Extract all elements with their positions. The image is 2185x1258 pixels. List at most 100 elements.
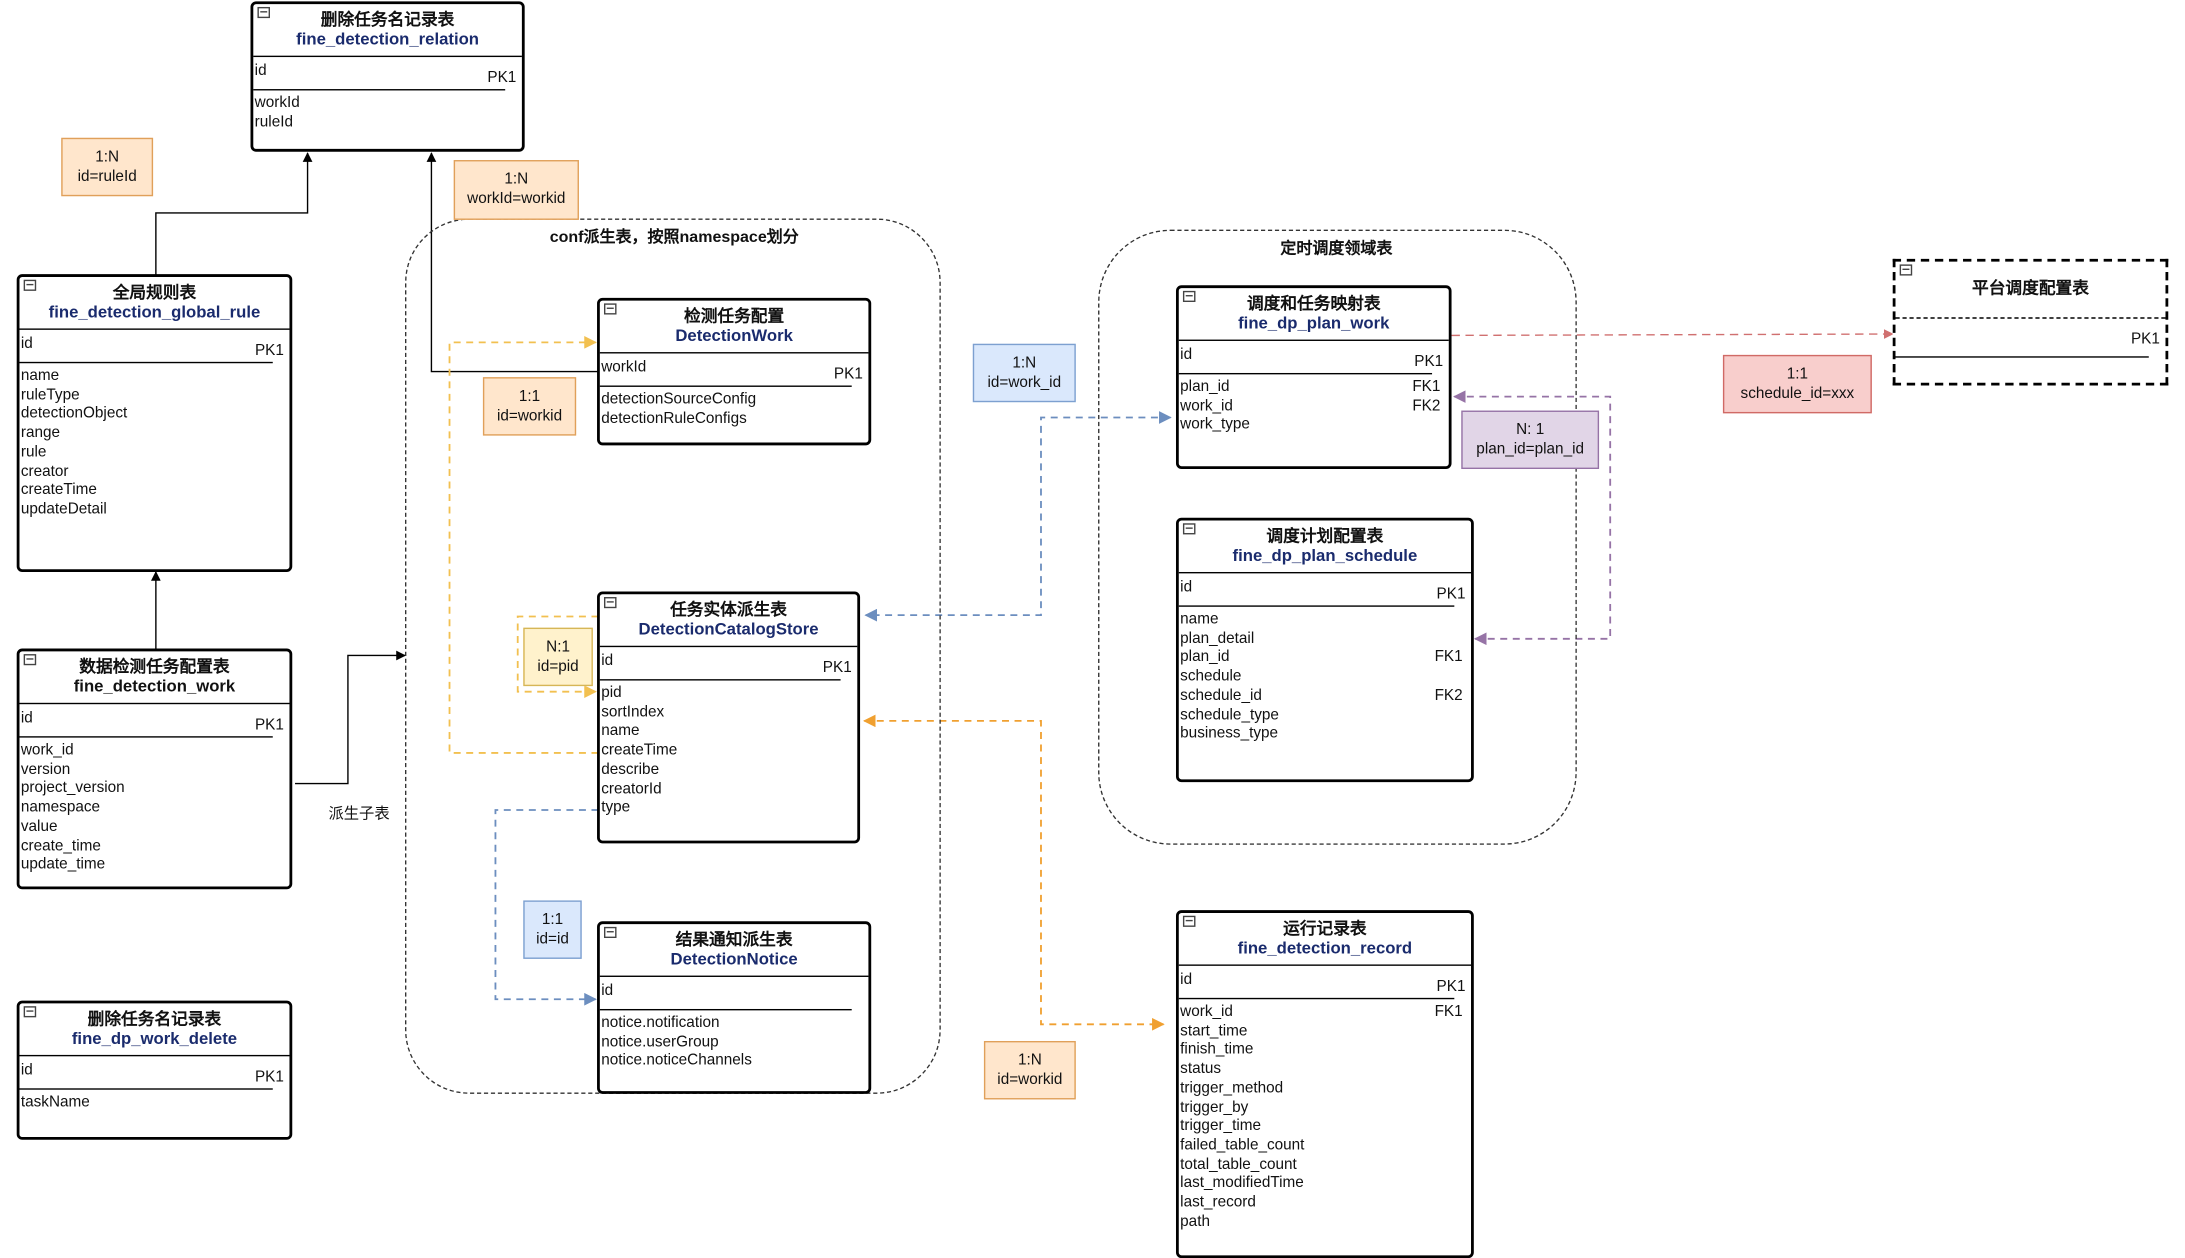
field-name: name [20,367,60,385]
entity-cn-title: 调度和任务映射表 [1246,293,1381,314]
pk-field-name: id [1180,578,1193,596]
pk-marker: PK1 [1414,353,1444,371]
field-name: notice.userGroup [601,1033,719,1051]
field-row: name [21,367,290,386]
collapse-icon[interactable] [1182,290,1196,302]
entity-table-name: DetectionNotice [670,949,798,969]
field-row: pid [601,685,857,704]
field-row: describe [601,761,857,780]
field-row: schedule_type [1180,706,1471,725]
field-row: detectionSourceConfig [601,391,868,410]
field-name: createTime [20,481,97,499]
collapse-icon[interactable] [257,6,270,19]
edge-work-to-relation [426,152,599,373]
field-row: last_record [1180,1194,1471,1213]
field-row: schedule [1180,668,1471,687]
field-row: ruleType [21,386,290,405]
pk-marker: PK1 [822,659,852,677]
edge-record-orange [862,714,1165,1031]
collapse-icon[interactable] [1182,915,1196,927]
pk-marker: PK1 [2130,331,2160,348]
field-name: plan_id [1180,378,1230,396]
relation-cardinality: 1:N [1017,1052,1042,1069]
collapse-icon[interactable] [1182,523,1196,535]
field-name: sortIndex [601,703,665,721]
field-name: detectionSourceConfig [601,391,757,408]
collapse-icon[interactable] [23,1006,37,1018]
collapse-icon[interactable] [603,926,617,939]
field-list: taskName [19,1090,289,1113]
collapse-icon[interactable] [23,279,37,291]
field-name: updateDetail [20,500,107,518]
collapse-icon[interactable] [1899,264,1913,276]
field-row: name [1180,611,1471,630]
field-name: work_id [1180,1003,1233,1021]
fk-marker: FK2 [1434,687,1463,704]
field-row: notice.noticeChannels [601,1053,868,1072]
field-row: ruleId [255,114,522,133]
field-row: taskName [21,1094,290,1113]
field-name: name [601,722,640,740]
edge-derived-sub-tables [295,650,406,785]
relation-cardinality: 1:N [1012,354,1037,372]
field-row: path [1180,1213,1471,1232]
field-name: failed_table_count [1180,1136,1305,1154]
fk-marker: FK2 [1412,397,1441,415]
field-row: workId [255,95,522,114]
pk-field-name: id [20,335,33,353]
relation-label-record: 1:N id=workid [983,1040,1076,1100]
field-name: version [20,760,71,778]
field-row: range [21,425,290,444]
field-row: plan_detail [1180,630,1471,649]
field-name: trigger_method [1180,1079,1284,1097]
field-row: status [1180,1061,1471,1080]
entity-table-name: fine_detection_global_rule [48,301,261,322]
collapse-icon[interactable] [23,654,37,666]
fk-marker: FK1 [1434,649,1463,666]
field-row: notice.userGroup [601,1034,868,1053]
field-name: work_id [1180,397,1233,415]
entity-platform-schedule-config[interactable]: 平台调度配置表 PK1 [1892,258,2169,386]
relation-key: id=workid [496,407,563,425]
field-name: path [1180,1213,1210,1230]
field-row: detectionObject [21,406,290,425]
entity-cn-title: 结果通知派生表 [675,929,793,950]
field-name: createTime [601,741,678,759]
collapse-icon[interactable] [603,303,617,315]
schedule-domain-group [1098,229,1577,845]
field-name: work_id [20,741,74,759]
pk-marker: PK1 [254,716,284,734]
relation-key: id=id [536,931,569,948]
relation-key: id=workid [997,1071,1063,1089]
relation-cardinality: 1:N [504,171,529,188]
field-row: update_time [21,856,290,875]
collapse-icon[interactable] [603,597,617,609]
pk-field-name: workId [601,359,647,376]
field-row: sortIndex [601,704,857,723]
field-row: creatorId [601,780,857,799]
entity-cn-title: 全局规则表 [112,282,197,302]
entity-table-name: fine_dp_work_delete [71,1028,238,1048]
